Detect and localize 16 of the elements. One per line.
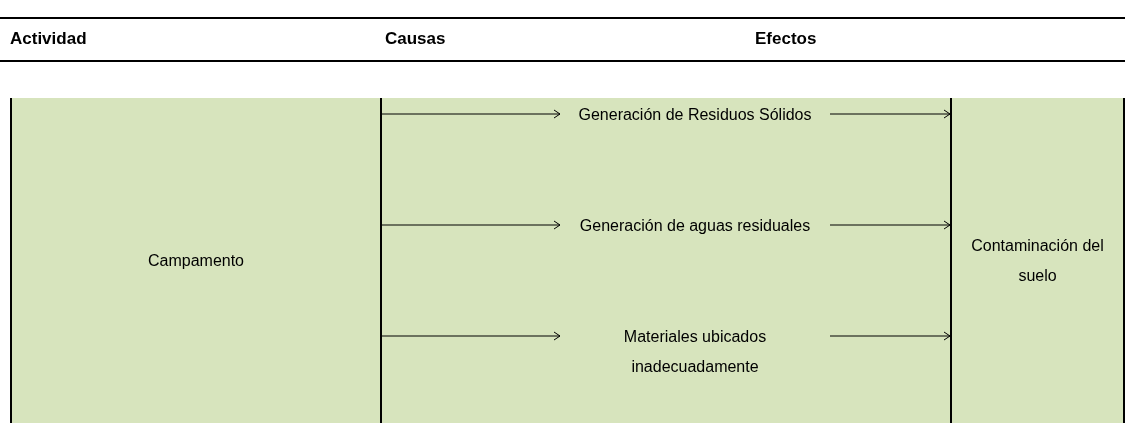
column-heading: Causas [385,28,446,50]
node-text: Materiales ubicados inadecuadamente [622,327,768,377]
node-text: Generación de Residuos Sólidos [578,105,812,125]
arrow [381,220,561,230]
column-heading: Efectos [755,28,817,50]
node-text: Generación de aguas residuales [579,216,811,236]
process-box [10,98,382,423]
arrow [381,331,561,341]
process-box [950,98,1125,423]
node-text: Campamento [147,250,244,271]
column-heading: Actividad [10,28,87,50]
arrow [829,109,951,119]
arrow [829,220,951,230]
arrow [829,331,951,341]
arrow [381,109,561,119]
node-text: Contaminación del suelo [970,235,1105,286]
